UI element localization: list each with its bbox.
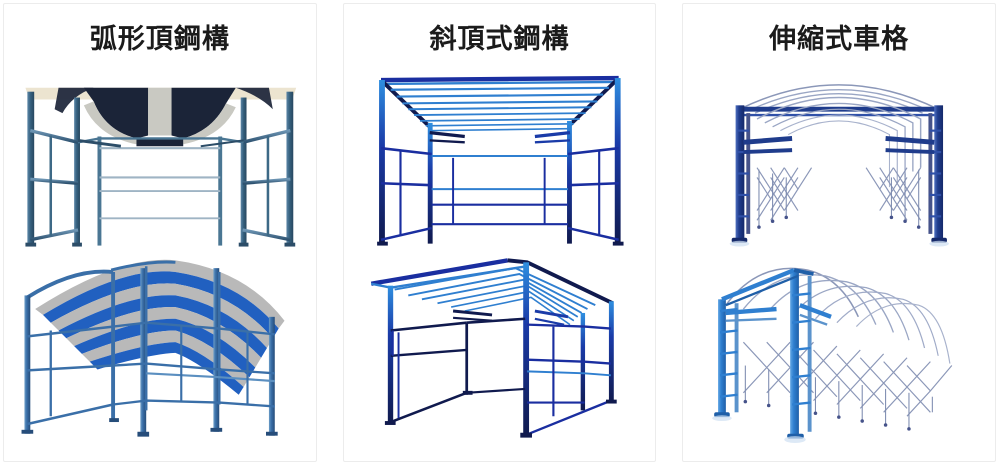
card-title: 斜頂式鋼構 <box>429 24 570 55</box>
card-title: 伸縮式車格 <box>769 24 910 55</box>
arched-roof-canopy-front-view <box>4 60 316 250</box>
card-figures <box>4 56 316 461</box>
sloped-roof-frame-angled-view <box>344 246 656 451</box>
retractable-canopy-angled-view <box>683 246 995 451</box>
card-figures <box>344 56 656 461</box>
sloped-roof-frame-front-view <box>344 60 656 250</box>
retractable-canopy-front-view <box>683 60 995 250</box>
arched-roof-canopy-angled-view <box>4 246 316 451</box>
card-arched-roof-steel-structure[interactable]: 弧形頂鋼構 <box>3 3 317 462</box>
card-retractable-parking-bay[interactable]: 伸縮式車格 <box>682 3 997 462</box>
card-sloped-roof-steel-structure[interactable]: 斜頂式鋼構 <box>342 3 657 462</box>
card-figures <box>683 56 995 461</box>
card-title: 弧形頂鋼構 <box>89 24 230 55</box>
